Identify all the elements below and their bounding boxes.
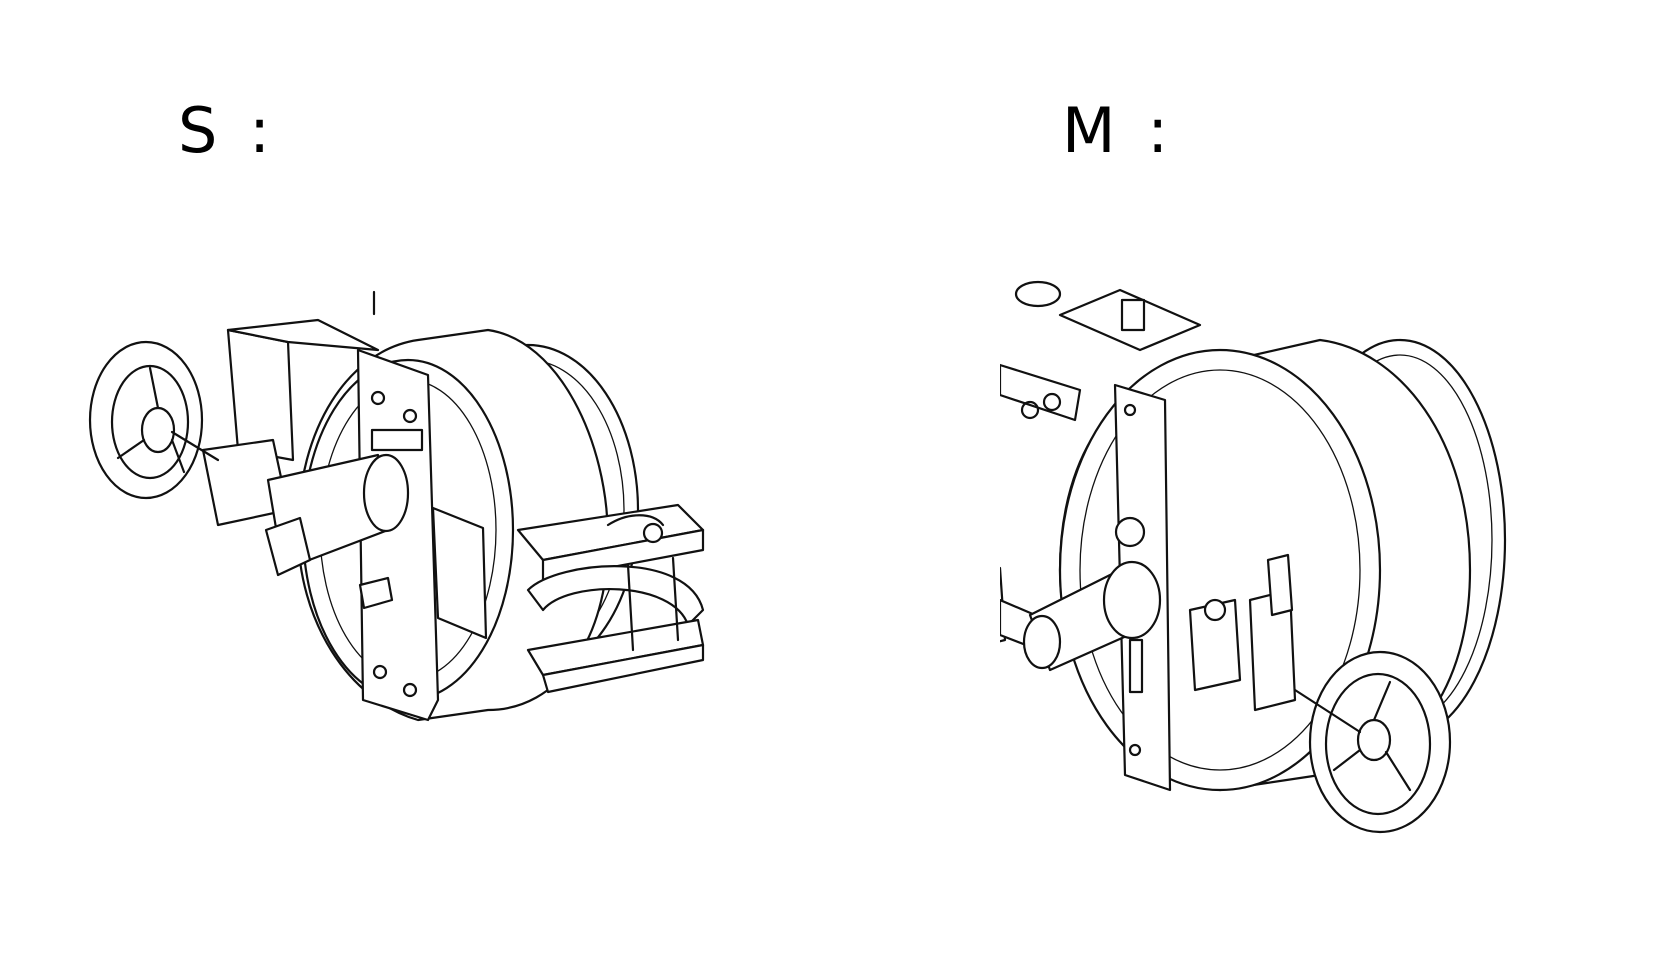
valve-drawing-m [1000, 270, 1600, 910]
valve-drawing-m-svg [1000, 280, 1507, 834]
label-s: S : [178, 94, 276, 167]
plate-bolt [1128, 743, 1142, 757]
upper-link-arm [1000, 363, 1082, 422]
plate-bolt [1123, 403, 1137, 417]
inspection-cover [431, 506, 488, 640]
arm-bolt [1042, 392, 1062, 412]
actuator-fitting [1203, 598, 1227, 622]
right-clamp-slot [606, 514, 665, 527]
arm-bolt [1020, 400, 1040, 420]
hand-wheel-hub [140, 406, 176, 454]
plate-bolt [372, 664, 388, 680]
plate-bolt [370, 390, 386, 406]
upper-bracket-top [226, 318, 380, 352]
shaft-collar [1102, 560, 1162, 640]
hand-wheel-spoke [1372, 680, 1392, 722]
name-plate [370, 428, 424, 452]
hand-wheel-spoke [148, 366, 160, 410]
top-lever-pivot [1014, 280, 1062, 308]
hand-wheel-spoke [116, 438, 146, 460]
valve-drawing-s-svg [88, 290, 705, 722]
shaft-end [1022, 614, 1062, 670]
plate-bolt [402, 408, 418, 424]
valve-body-front-ring [1079, 369, 1361, 771]
valve-drawing-s [88, 280, 788, 800]
hand-wheel-inner [1324, 672, 1432, 816]
pin-knob [358, 576, 394, 610]
right-clamp-post [671, 556, 680, 642]
hand-wheel-hub [1356, 718, 1392, 762]
upper-bracket [226, 328, 295, 462]
wheel-shaft [170, 430, 220, 462]
hand-wheel-inner [110, 364, 190, 480]
name-plate [1128, 638, 1144, 694]
center-pin [1114, 516, 1146, 548]
wheel-shaft [1293, 688, 1362, 734]
hand-wheel-spoke [1384, 750, 1412, 792]
hand-wheel-spoke [170, 438, 186, 474]
label-m: M : [1062, 94, 1175, 167]
clamp-post [1266, 553, 1294, 617]
right-clamp-strap [526, 565, 705, 627]
hand-wheel-spoke [1332, 748, 1362, 772]
actuator-end [362, 453, 410, 533]
right-clamp-post [626, 563, 635, 652]
right-clamp-bottom-edge [541, 643, 705, 694]
right-clamp-bolt [642, 522, 664, 544]
plate-bolt [402, 682, 418, 698]
top-stud [1120, 298, 1146, 332]
hex-nut [264, 516, 312, 577]
